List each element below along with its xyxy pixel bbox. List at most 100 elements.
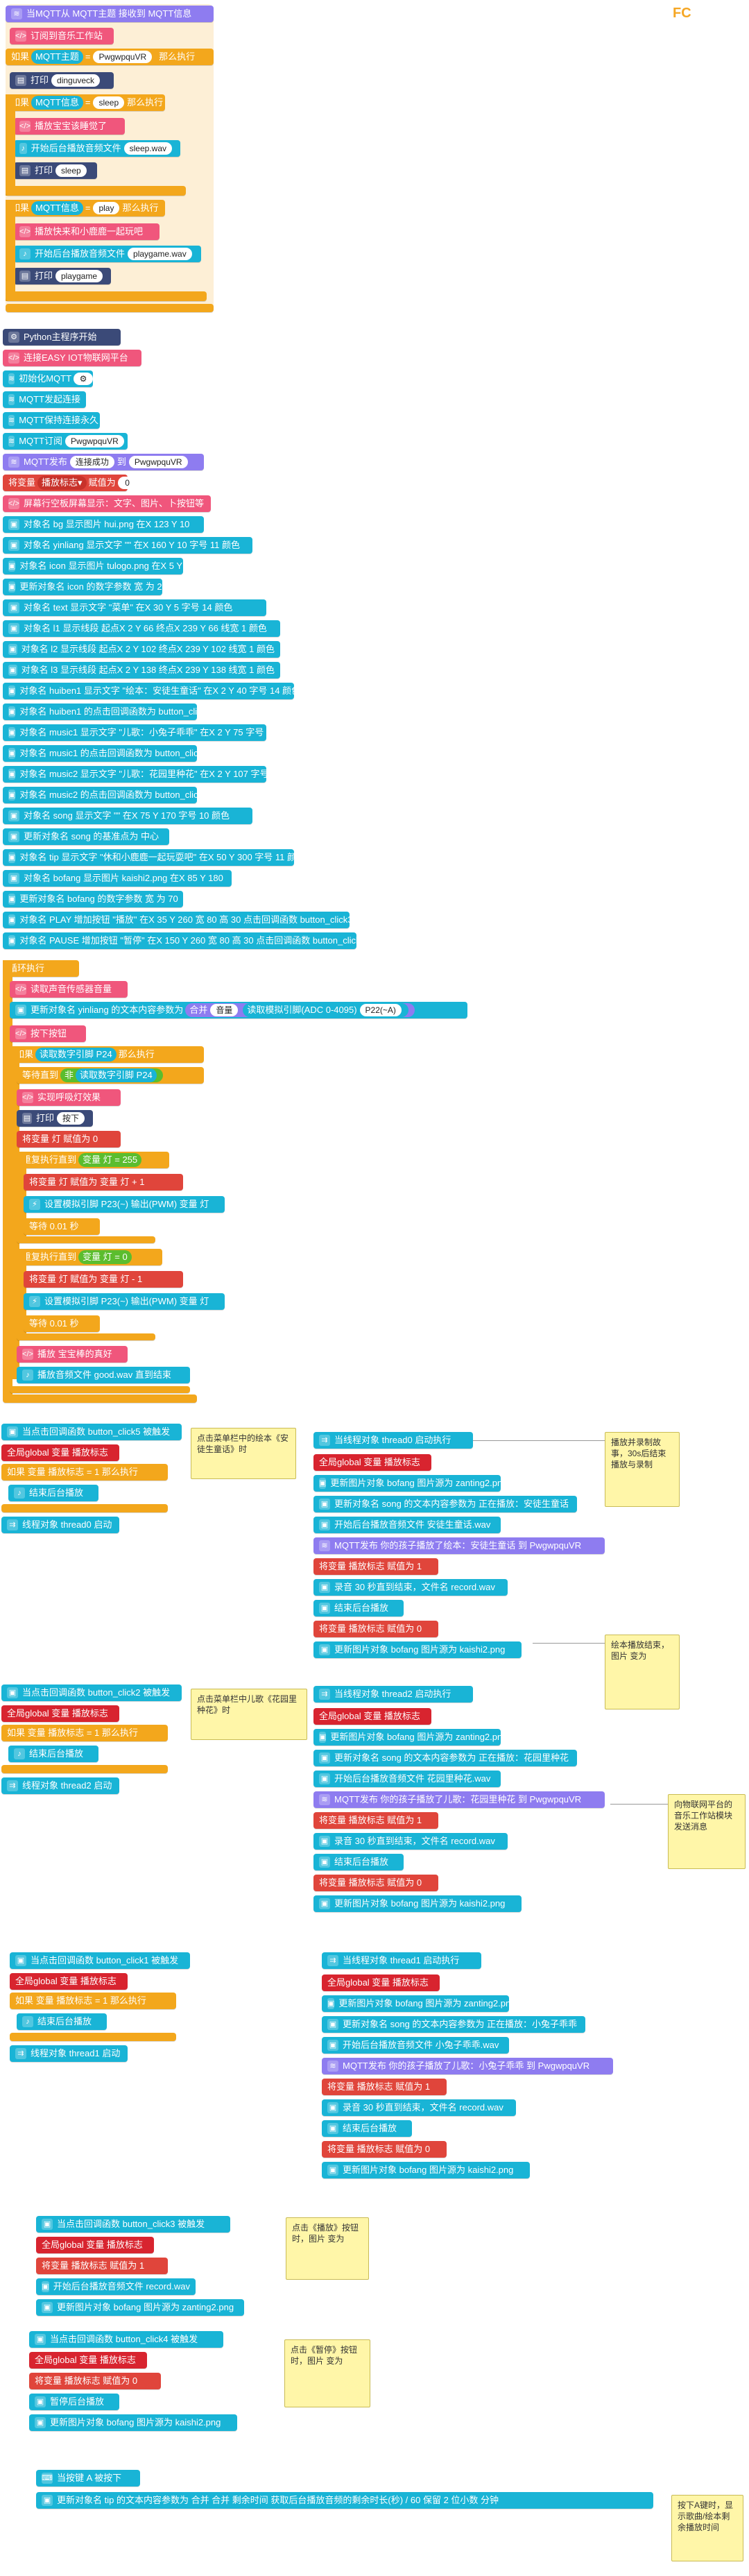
code-block-row[interactable]: ▣录音 30 秒直到结束，文件名 record.wav	[313, 1833, 508, 1850]
gear-icon[interactable]: ⚙	[74, 373, 94, 385]
read-analog-reporter[interactable]: 读取模拟引脚(ADC 0-4095)P22(~A)	[243, 1003, 408, 1017]
code-block-row[interactable]: 全局global 变量 播放标志	[322, 1974, 440, 1991]
if-play-block[interactable]: 如果 MQTT信息 = play 那么执行	[6, 200, 165, 216]
stop-bg-block[interactable]: ♪结束后台播放	[17, 2013, 107, 2030]
msg-play-value[interactable]: play	[93, 202, 120, 214]
code-block-row[interactable]: ▣更新对象名 song 的文本内容参数为 正在播放：安徒生童话	[313, 1496, 577, 1512]
mqtt-connect-block[interactable]: ≋MQTT发起连接	[3, 391, 86, 408]
code-block-row[interactable]: ▣更新对象名 song 的基准点为 中心	[3, 828, 169, 845]
msg-sleep-value[interactable]: sleep	[93, 96, 125, 109]
code-block-row[interactable]: 全局global 变量 播放标志	[36, 2237, 154, 2253]
code-block-row[interactable]: ▣对象名 tip 显示文字 "休和小鹿鹿一起玩耍吧" 在X 50 Y 300 字…	[3, 849, 305, 866]
python-main-start[interactable]: ⚙Python主程序开始	[3, 329, 121, 346]
comment-sleep-block[interactable]: </>播放宝宝该睡觉了	[14, 118, 125, 135]
comment-good-block[interactable]: </>播放 宝宝棒的真好	[17, 1346, 128, 1363]
light-inc-block[interactable]: 将变量 灯 赋值为 变量 灯 + 1	[24, 1174, 183, 1191]
thread1-start-block[interactable]: ⇉线程对象 thread1 启动	[10, 2045, 128, 2062]
code-block-row[interactable]: ▣对象名 huiben1 显示文字 "绘本：安徒生童话" 在X 2 Y 40 字…	[3, 683, 300, 699]
mqtt-topic-reporter[interactable]: MQTT主题	[31, 50, 83, 64]
play-good-block[interactable]: ♪播放音频文件 good.wav 直到结束	[17, 1367, 190, 1383]
comment-play-block[interactable]: </>播放快来和小鹿鹿一起玩吧	[14, 223, 160, 240]
sub-value[interactable]: PwgwpquVR	[65, 435, 124, 447]
code-block-row[interactable]: ▣对象名 song 显示文字 "" 在X 75 Y 170 字号 10 颜色	[3, 808, 252, 824]
if-play0-block[interactable]: 如果 变量 播放标志 = 1 那么执行	[1, 1725, 168, 1741]
print-sleep-value[interactable]: sleep	[55, 164, 87, 177]
click3-event[interactable]: ▣当点击回调函数 button_click3 被触发	[36, 2216, 230, 2233]
code-block-row[interactable]: ▣开始后台播放音频文件 小兔子乖乖.wav	[322, 2037, 509, 2054]
code-block-row[interactable]: ▣对象名 text 显示文字 "菜单" 在X 30 Y 5 字号 14 颜色	[3, 599, 266, 616]
repeat-until-1[interactable]: 重复执行直到变量 灯 = 255	[17, 1152, 169, 1168]
code-block-row[interactable]: ≋MQTT发布 你的孩子播放了绘本：安徒生童话 到 PwgwpquVR	[313, 1537, 605, 1554]
code-block-row[interactable]: 将变量 播放标志 赋值为 1	[313, 1558, 438, 1575]
global-var-block[interactable]: 全局global 变量 播放标志	[10, 1973, 128, 1990]
code-block-row[interactable]: ▣对象名 bofang 显示图片 kaishi2.png 在X 85 Y 180	[3, 870, 232, 887]
code-block-row[interactable]: ▣对象名 music2 显示文字 "儿歌：花园里种花" 在X 2 Y 107 字…	[3, 766, 302, 783]
code-block-row[interactable]: ▣结束后台播放	[322, 2120, 412, 2137]
code-block-row[interactable]: ▣开始后台播放音频文件 花园里种花.wav	[313, 1771, 501, 1787]
comment-light-block[interactable]: </>实现呼吸灯效果	[17, 1089, 121, 1106]
wait-1-block[interactable]: 等待 0.01 秒	[24, 1218, 100, 1235]
vol-update-block[interactable]: ▣ 更新对象名 yinliang 的文本内容参数为 合并音量 读取模拟引脚(AD…	[10, 1002, 467, 1018]
code-block-row[interactable]: ▣更新对象名 icon 的数字参数 宽 为 20	[3, 579, 167, 595]
click2-event[interactable]: ▣当点击回调函数 button_click2 被触发	[1, 1684, 182, 1701]
assign-value[interactable]: 0	[117, 477, 137, 489]
code-block-row[interactable]: ▣更新图片对象 bofang 图片源为 kaishi2.png	[322, 2162, 530, 2178]
global-var-block[interactable]: 全局global 变量 播放标志	[1, 1705, 119, 1722]
code-block-row[interactable]: ▣开始后台播放音频文件 record.wav	[36, 2278, 196, 2295]
read-digital-reporter[interactable]: 读取数字引脚 P24	[35, 1048, 117, 1061]
topic-value[interactable]: PwgwpquVR	[93, 51, 153, 63]
mqtt-receive-event[interactable]: ≋当MQTT从 MQTT主题 接收到 MQTT信息	[6, 6, 214, 22]
code-block-row[interactable]: ▣对象名 icon 显示图片 tulogo.png 在X 5 Y 5	[3, 558, 190, 574]
thread1-event[interactable]: ⇉当线程对象 thread1 启动执行	[322, 1952, 481, 1969]
pwm-1-block[interactable]: ⚡设置模拟引脚 P23(~) 输出(PWM) 变量 灯	[24, 1196, 225, 1213]
mqtt-msg-reporter[interactable]: MQTT信息	[31, 201, 83, 215]
thread0-start-block[interactable]: ⇉线程对象 thread0 启动	[1, 1517, 119, 1533]
comment-block[interactable]: </>订阅到音乐工作站	[10, 28, 114, 44]
code-block-row[interactable]: 将变量 播放标志 赋值为 1	[36, 2258, 168, 2274]
wait-2-block[interactable]: 等待 0.01 秒	[24, 1315, 100, 1332]
code-block-row[interactable]: ▣对象名 music2 的点击回调函数为 button_click2	[3, 787, 207, 803]
code-block-row[interactable]: 将变量 播放标志 赋值为 0	[313, 1875, 438, 1891]
code-block-row[interactable]: ▣录音 30 秒直到结束，文件名 record.wav	[313, 1579, 508, 1596]
code-block-row[interactable]: ▣更新图片对象 bofang 图片源为 zanting2.png	[36, 2299, 244, 2316]
print-play-value[interactable]: playgame	[55, 270, 103, 282]
mqtt-keep-block[interactable]: ≋MQTT保持连接永久	[3, 412, 100, 429]
pwm-2-block[interactable]: ⚡设置模拟引脚 P23(~) 输出(PWM) 变量 灯	[24, 1293, 225, 1310]
code-block-row[interactable]: ▣对象名 music1 的点击回调函数为 button_click1	[3, 745, 207, 762]
code-block-row[interactable]: 将变量 播放标志 赋值为 0	[313, 1621, 438, 1637]
cond-reporter[interactable]: 变量 灯 = 0	[78, 1250, 132, 1264]
code-block-row[interactable]: ▣对象名 huiben1 的点击回调函数为 button_click5	[3, 703, 211, 720]
pub-to-value[interactable]: PwgwpquVR	[128, 456, 188, 468]
init-mqtt-block[interactable]: ≋初始化MQTT⚙	[3, 370, 94, 387]
if-play0-block[interactable]: 如果 变量 播放标志 = 1 那么执行	[10, 1993, 176, 2009]
code-block-row[interactable]: ▣暂停后台播放	[29, 2394, 119, 2410]
wait-until-block[interactable]: 等待直到非读取数字引脚 P24	[17, 1067, 204, 1084]
if-topic-block[interactable]: 如果 MQTT主题 = PwgwpquVR 那么执行	[6, 49, 214, 65]
file-play-value[interactable]: playgame.wav	[128, 248, 192, 260]
cond-reporter[interactable]: 变量 灯 = 255	[78, 1153, 142, 1167]
code-block-row[interactable]: ▣更新图片对象 bofang 图片源为 kaishi2.png	[313, 1895, 522, 1912]
stop-bg-block[interactable]: ♪结束后台播放	[8, 1746, 98, 1762]
code-block-row[interactable]: ▣对象名 bg 显示图片 hui.png 在X 123 Y 10	[3, 516, 204, 533]
var-dropdown[interactable]: 播放标志 ▾	[37, 476, 87, 490]
code-block-row[interactable]: 将变量 播放标志 赋值为 0	[322, 2141, 447, 2158]
pub-value[interactable]: 连接成功	[69, 456, 114, 468]
file-sleep-value[interactable]: sleep.wav	[123, 142, 172, 155]
pin-dropdown[interactable]: P22(~A)	[359, 1004, 402, 1016]
comment-connect-block[interactable]: </>连接EASY IOT物联网平台	[3, 350, 141, 366]
code-block-row[interactable]: ▣更新图片对象 bofang 图片源为 zanting2.png	[313, 1475, 507, 1492]
set-light-block[interactable]: 将变量 灯 赋值为 0	[17, 1131, 121, 1148]
vol-text[interactable]: 音量	[210, 1004, 239, 1016]
code-block-row[interactable]: ▣对象名 music1 显示文字 "儿歌：小兔子乖乖" 在X 2 Y 75 字号…	[3, 724, 297, 741]
read-digital-reporter[interactable]: 读取数字引脚 P24	[76, 1068, 157, 1082]
code-block-row[interactable]: ▣对象名 PLAY 增加按钮 "播放" 在X 35 Y 260 宽 80 高 3…	[3, 912, 352, 928]
